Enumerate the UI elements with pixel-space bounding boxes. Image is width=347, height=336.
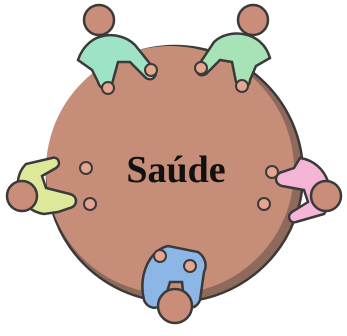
table-label: Saúde [126,149,225,191]
